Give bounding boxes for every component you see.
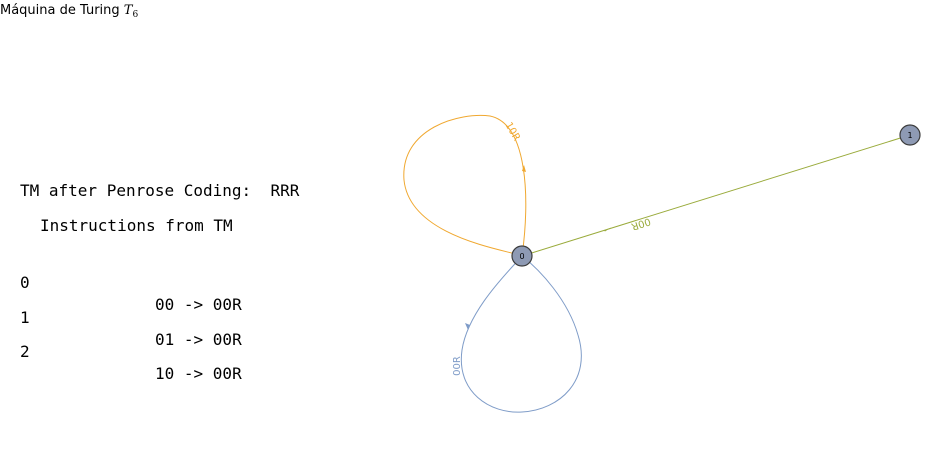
edge-line [460, 255, 582, 413]
state-node-circle [511, 245, 533, 267]
instruction-row-1: 1 01 -> 00R [20, 285, 280, 373]
instruction-row-2: 2 10 -> 00R [20, 319, 280, 407]
title-subscript: 6 [132, 10, 139, 20]
instruction-index: 0 [20, 273, 30, 292]
instruction-text: 10 -> 00R [155, 364, 242, 383]
edge-arrow [465, 323, 470, 330]
coding-value: RRR [270, 181, 300, 200]
instruction-index: 1 [20, 308, 30, 327]
title-symbol: T6 [123, 3, 139, 20]
state-node-0: 0 [511, 245, 533, 267]
state-node-label: 0 [519, 252, 524, 261]
self-loop-bottom: 00R [452, 255, 582, 413]
coding-label: TM after Penrose Coding: [20, 181, 252, 200]
edge-label: 00R [452, 356, 463, 376]
edge-label: 10R [502, 120, 521, 143]
instruction-index: 2 [20, 342, 30, 361]
page-title: Máquina de Turing T6 [0, 3, 138, 23]
edge-label: 00R [630, 215, 652, 232]
instructions-heading: Instructions from TM [40, 216, 233, 235]
title-symbol-letter: T [123, 3, 133, 18]
coding-line: TM after Penrose Coding: RRR [20, 180, 299, 202]
state-node-1: 1 [899, 124, 921, 146]
state-node-circle [899, 124, 921, 146]
edge-arrow [522, 165, 526, 172]
instruction-text: 01 -> 00R [155, 330, 242, 349]
edge-0-to-1: 00R [521, 134, 911, 257]
tm-info-panel: TM after Penrose Coding: RRR Instruction… [20, 180, 299, 383]
self-loop-top: 10R [403, 114, 527, 257]
state-node-label: 1 [907, 131, 912, 140]
edge-line [521, 134, 911, 257]
instruction-text: 00 -> 00R [155, 295, 242, 314]
edge-line [403, 114, 527, 257]
instruction-row-0: 0 00 -> 00R [20, 250, 280, 338]
edge-arrow [604, 227, 611, 232]
title-prefix: Máquina de Turing [0, 3, 124, 18]
